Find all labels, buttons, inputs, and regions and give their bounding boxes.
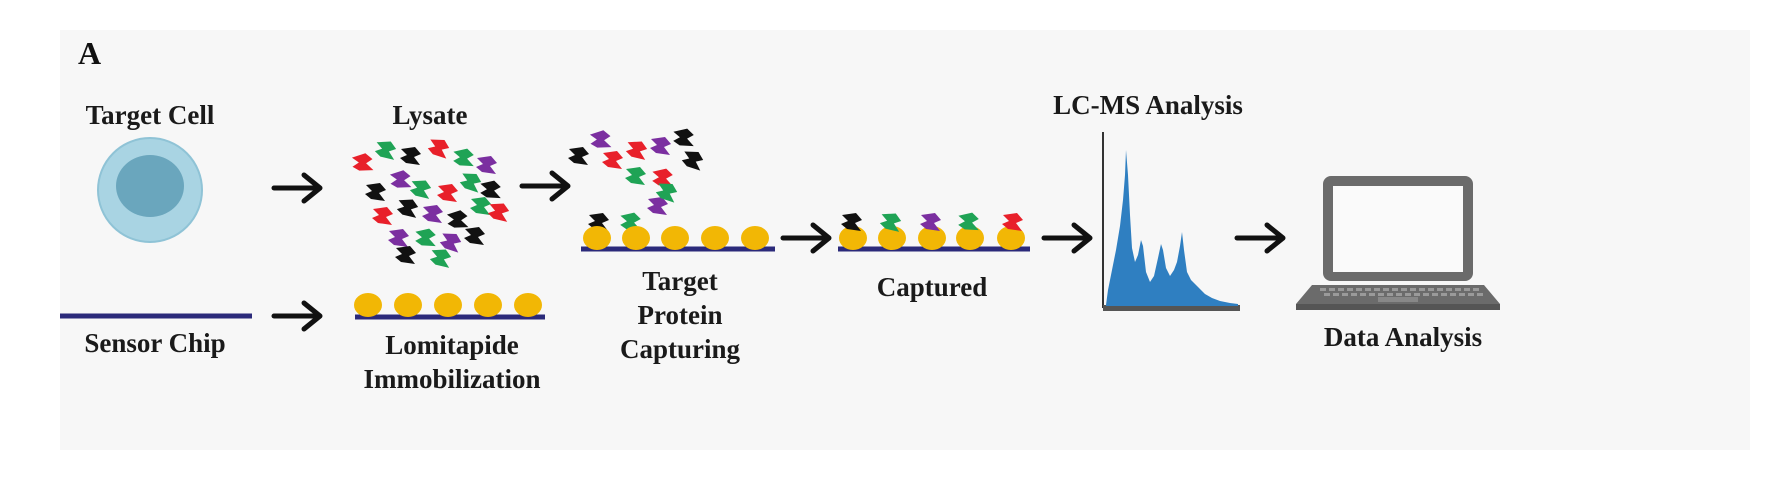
protein-icon	[396, 198, 419, 218]
protein-icon	[350, 152, 375, 174]
bead-icon	[354, 293, 382, 317]
arrow-icon	[1237, 225, 1283, 251]
bead-icon	[434, 293, 462, 317]
protein-icon	[625, 140, 648, 160]
protein-icon	[409, 179, 432, 199]
label-data-analysis: Data Analysis	[1324, 322, 1482, 352]
arrow-icon	[274, 175, 320, 201]
label-lc-ms: LC-MS Analysis	[1053, 90, 1243, 120]
arrow-icon	[783, 225, 829, 251]
protein-icon	[395, 246, 416, 264]
protein-icon	[479, 180, 502, 200]
protein-icon	[650, 137, 671, 155]
lysate-protein-cluster	[350, 137, 510, 268]
label-captured: Captured	[877, 272, 988, 302]
protein-icon	[429, 248, 452, 268]
captured-bead-row	[839, 226, 1025, 250]
protein-icon	[647, 197, 668, 215]
panel-letter: A	[78, 35, 101, 71]
protein-icon	[374, 140, 397, 160]
protein-icon	[365, 183, 386, 201]
captured-protein-row	[841, 212, 1023, 232]
bead-icon	[661, 226, 689, 250]
label-sensor-chip: Sensor Chip	[84, 328, 225, 358]
bead-icon	[997, 226, 1025, 250]
bead-icon	[474, 293, 502, 317]
protein-icon	[680, 149, 705, 171]
bead-icon	[918, 226, 946, 250]
protein-icon	[487, 202, 510, 222]
bead-icon	[622, 226, 650, 250]
bead-icon	[394, 293, 422, 317]
protein-icon	[438, 231, 463, 253]
protein-icon	[920, 213, 941, 231]
bead-icon	[514, 293, 542, 317]
arrow-icon	[274, 303, 320, 329]
protein-icon	[476, 156, 497, 174]
protein-icon	[388, 169, 413, 191]
bead-icon	[701, 226, 729, 250]
capturing-bead-row	[583, 226, 769, 250]
protein-icon	[568, 147, 589, 165]
protein-icon	[372, 207, 393, 225]
cell-icon	[97, 137, 203, 243]
protein-icon	[437, 184, 458, 202]
protein-icon	[452, 148, 475, 168]
protein-icon	[625, 167, 646, 185]
bead-icon	[878, 226, 906, 250]
protein-icon	[414, 228, 437, 248]
arrow-icon	[1044, 225, 1090, 251]
protein-icon	[464, 227, 485, 245]
protein-icon	[458, 171, 483, 193]
capturing-protein-cluster	[568, 128, 705, 232]
spectrum-icon	[1102, 132, 1240, 311]
label-target-cell: Target Cell	[86, 100, 215, 130]
label-lomitapide: Lomitapide	[385, 330, 519, 360]
bead-icon	[741, 226, 769, 250]
protein-icon	[602, 151, 623, 169]
protein-icon	[588, 129, 613, 151]
label-immobilization: Immobilization	[363, 364, 540, 394]
bead-icon	[956, 226, 984, 250]
label-capturing-2: Protein	[638, 300, 723, 330]
protein-icon	[388, 229, 409, 247]
lomitapide-bead-row	[354, 293, 542, 317]
label-capturing-1: Target	[642, 266, 718, 296]
protein-icon	[426, 137, 451, 159]
protein-icon	[672, 128, 695, 148]
protein-icon	[422, 205, 443, 223]
protein-icon	[400, 147, 421, 165]
protein-icon	[841, 213, 862, 231]
bead-icon	[583, 226, 611, 250]
label-lysate: Lysate	[392, 100, 467, 130]
protein-icon	[470, 197, 491, 215]
label-capturing-3: Capturing	[620, 334, 741, 364]
protein-icon	[445, 209, 470, 231]
laptop-icon	[1296, 176, 1500, 310]
arrow-icon	[522, 173, 568, 199]
protein-icon	[957, 212, 980, 232]
bead-icon	[839, 226, 867, 250]
